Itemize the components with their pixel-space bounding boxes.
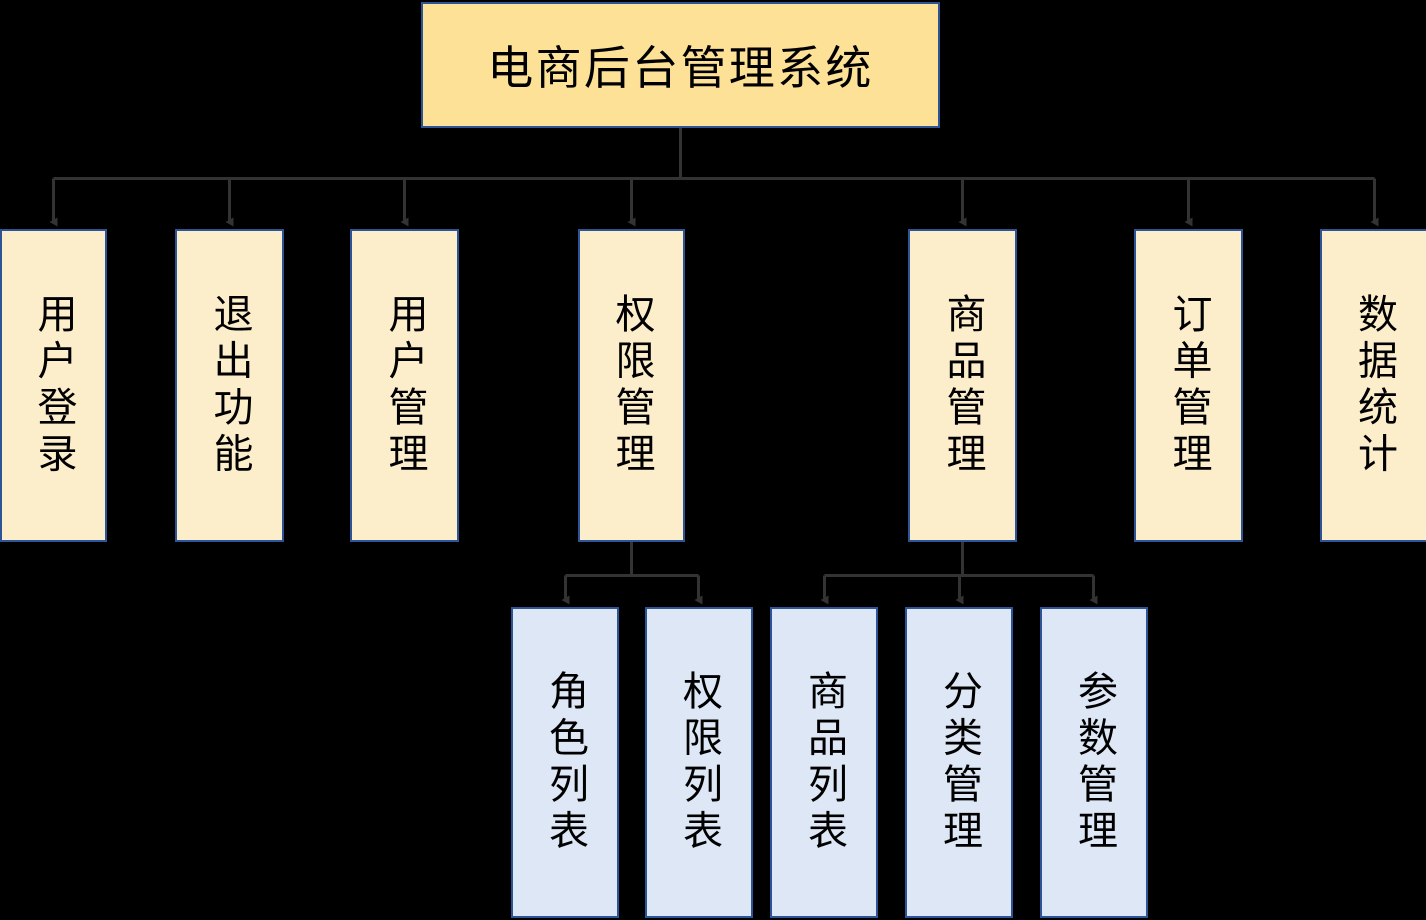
node-user-login[interactable]: 用户登录	[0, 229, 107, 542]
node-role-list[interactable]: 角色列表	[511, 607, 619, 918]
node-logout-label: 退出功能	[206, 292, 253, 479]
node-stats-label: 数据统计	[1351, 292, 1397, 479]
node-user-mgmt-label: 用户管理	[381, 292, 428, 479]
node-order-mgmt-label: 订单管理	[1165, 292, 1212, 479]
node-perm-list-label: 权限列表	[676, 669, 722, 856]
node-order-mgmt[interactable]: 订单管理	[1134, 229, 1243, 542]
node-logout[interactable]: 退出功能	[175, 229, 284, 542]
node-perm-mgmt[interactable]: 权限管理	[578, 229, 685, 542]
node-user-mgmt[interactable]: 用户管理	[350, 229, 459, 542]
node-param-mgmt[interactable]: 参数管理	[1040, 607, 1148, 918]
node-product-mgmt[interactable]: 商品管理	[908, 229, 1017, 542]
node-product-list-label: 商品列表	[801, 669, 847, 856]
node-root-label: 电商后台管理系统	[487, 41, 874, 95]
node-category-mgmt-label: 分类管理	[936, 669, 982, 856]
node-category-mgmt[interactable]: 分类管理	[905, 607, 1013, 918]
node-root[interactable]: 电商后台管理系统	[421, 2, 940, 128]
node-product-list[interactable]: 商品列表	[770, 607, 878, 918]
node-stats[interactable]: 数据统计	[1320, 229, 1426, 542]
node-param-mgmt-label: 参数管理	[1071, 669, 1117, 856]
node-perm-list[interactable]: 权限列表	[645, 607, 753, 918]
node-perm-mgmt-label: 权限管理	[608, 292, 655, 479]
node-product-mgmt-label: 商品管理	[939, 292, 986, 479]
node-role-list-label: 角色列表	[542, 669, 588, 856]
node-user-login-label: 用户登录	[30, 292, 77, 479]
